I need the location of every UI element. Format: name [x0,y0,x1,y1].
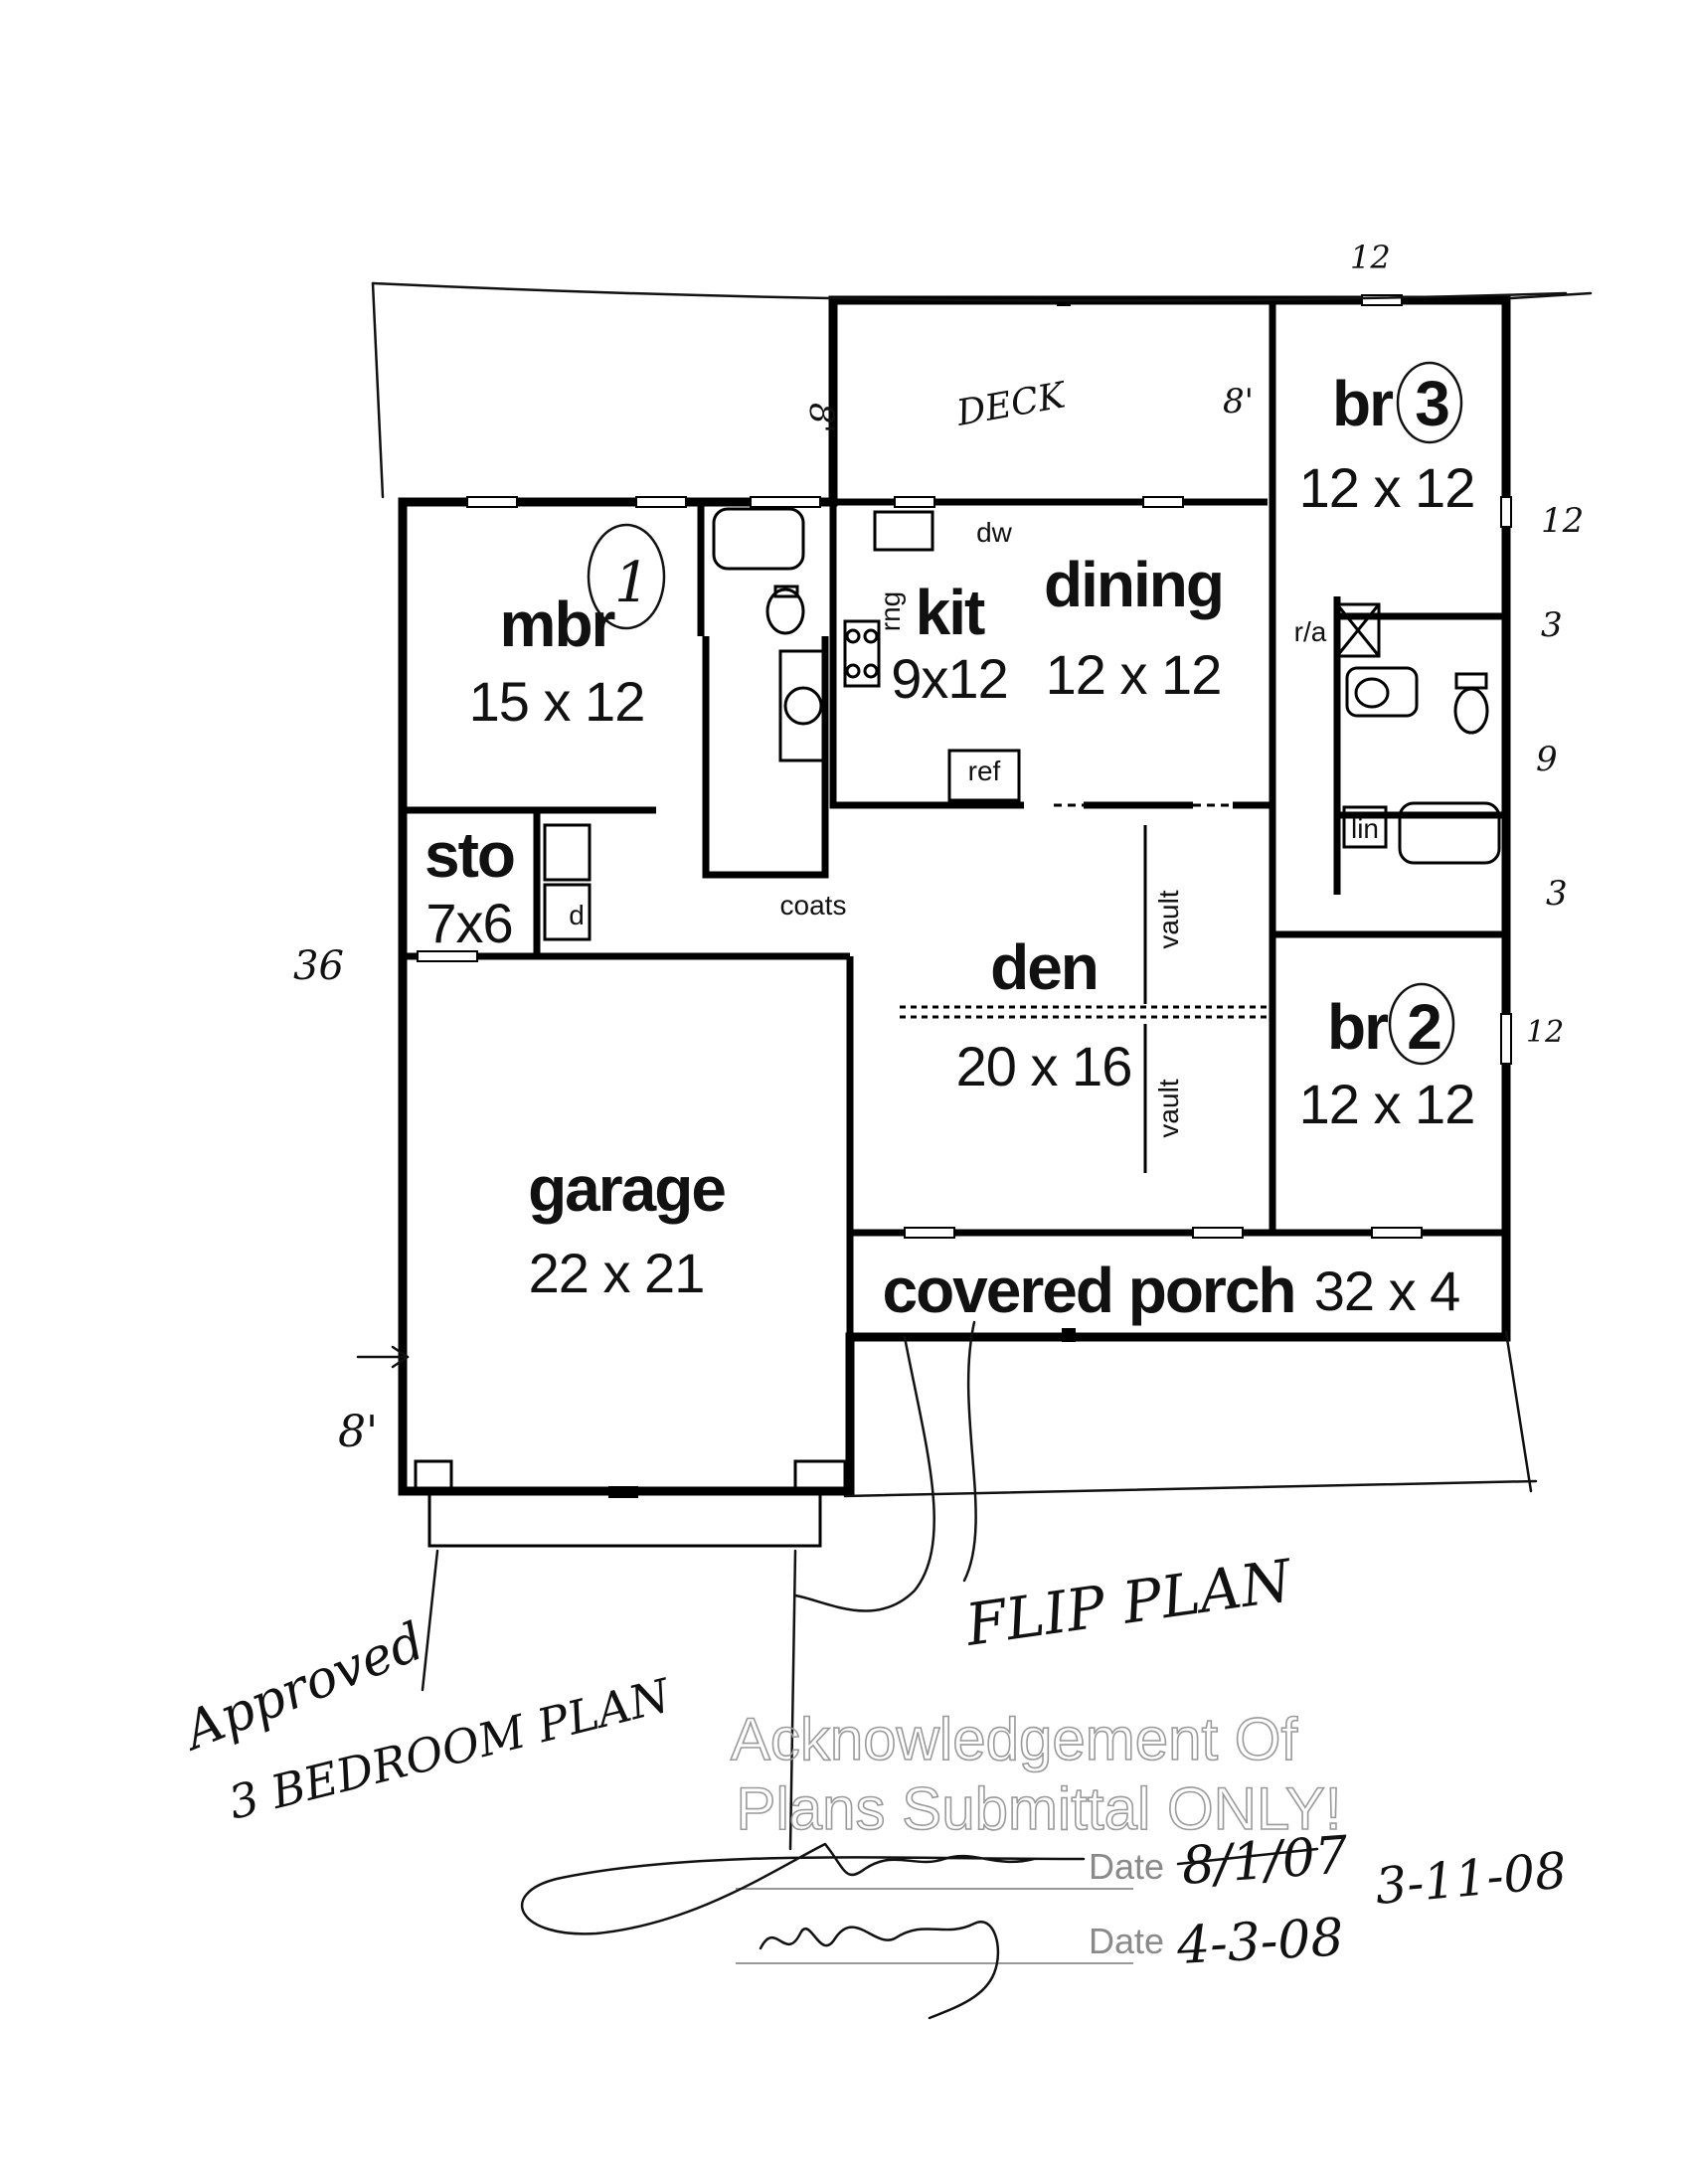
sto-name: sto [424,819,514,891]
tub-icon [712,507,805,571]
strike-line [1176,1847,1319,1866]
left-dim: 36 [293,943,344,989]
br3-number: 3 [1415,368,1448,439]
side-dim-4: 3 [1546,874,1568,914]
side-dim-5: 12 [1526,1015,1564,1050]
kit-name: kit [916,577,985,648]
date-3: 4-3-08 [1175,1908,1345,1976]
handwritten-marks [356,281,1593,1851]
date-2: 3-11-08 [1373,1841,1569,1916]
top-dim: 12 [1350,239,1391,276]
side-dim-2: 3 [1541,605,1563,645]
flip-plan: FLIP PLAN [960,1546,1297,1659]
garage-size: 22 x 21 [529,1242,705,1304]
linen-closet-icon [1342,805,1388,849]
vault-upper-label: vault [1153,890,1184,948]
stamp-date-label-1: Date [1089,1846,1164,1887]
deck-label: DECK [952,375,1070,434]
deck-dim-right: 8' [1223,382,1254,421]
stamp-date-label-2: Date [1089,1921,1164,1961]
linen-label: lin [1351,813,1379,844]
mbr-name: mbr [500,588,615,660]
range-label: rng [875,591,906,631]
deck-dim-left: 8' [801,403,841,433]
coats-label: coats [780,890,847,921]
bath-tub-icon [1398,801,1501,865]
vanity-icon [778,649,827,762]
porch-name: covered porch [882,1255,1294,1326]
signature-2 [759,1921,1000,2020]
garage-name: garage [528,1153,725,1225]
fixtures [414,507,1501,1548]
garage-dim: 8' [338,1407,378,1457]
br3-size: 12 x 12 [1299,456,1475,519]
br2-size: 12 x 12 [1299,1073,1475,1135]
dining-name: dining [1044,549,1223,620]
range-icon [843,619,881,688]
toilet-icon [765,588,805,635]
mbr-mark: 1 [614,551,650,615]
kitchen-sink-icon [873,510,934,552]
stamp-line1: Acknowledgement Of [731,1706,1298,1772]
br3-name: br [1332,368,1393,439]
den-size: 20 x 16 [956,1035,1132,1097]
br2-number: 2 [1407,991,1440,1063]
vault-lines [900,803,1268,1173]
sink-icon [783,686,823,726]
porch-size: 32 x 4 [1314,1260,1460,1322]
br2-name: br [1327,991,1388,1063]
bath-toilet-icon [1453,687,1489,735]
sto-size: 7x6 [425,892,512,954]
kit-size: 9x12 [891,647,1007,710]
side-dim-1: 12 [1541,501,1584,541]
return-air-label: r/a [1294,616,1327,647]
side-dim-3: 9 [1536,740,1558,779]
dishwasher-label: dw [976,517,1013,548]
dryer-label: d [569,900,585,930]
dining-size: 12 x 12 [1046,643,1222,706]
mbr-size: 15 x 12 [469,670,645,733]
washer-icon [543,823,592,882]
dryer-icon [543,883,592,941]
return-air-icon [1335,602,1381,658]
vault-lower-label: vault [1153,1079,1184,1137]
signature-1 [521,1842,1086,1935]
refrigerator-label: ref [968,756,1001,786]
refrigerator-icon [947,749,1021,802]
bath-sink-icon [1345,666,1419,718]
stamp-line2: Plans Submittal ONLY! [736,1775,1341,1842]
den-name: den [990,931,1098,1003]
